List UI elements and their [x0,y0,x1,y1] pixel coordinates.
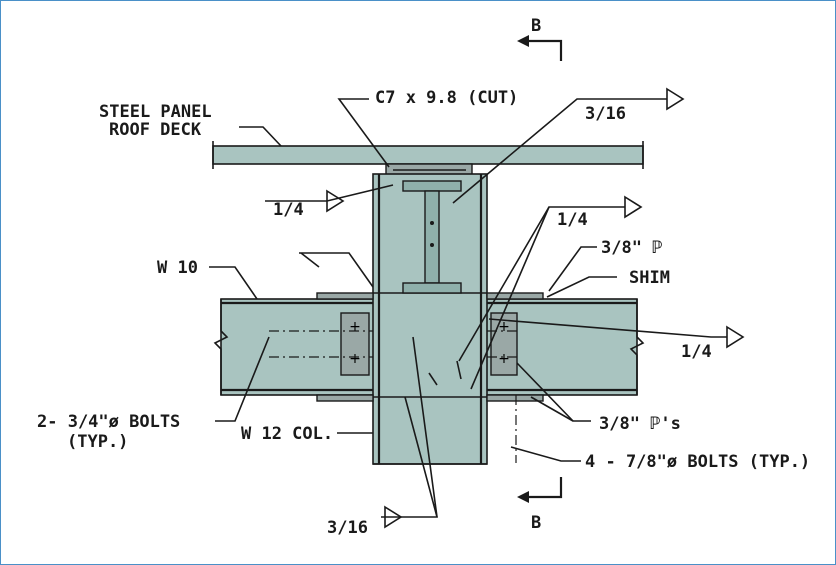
label-channel: C7 x 9.8 (CUT) [375,88,518,108]
svg-text:B: B [531,513,541,533]
label-column: W 12 COL. [241,424,333,444]
section-mark-top: B [517,16,563,61]
label-shim: SHIM [629,268,670,288]
label-plates-right: 3/8" ℙ's [599,414,681,434]
w12-column [372,173,488,465]
label-plate-right: 3/8" ℙ [601,238,662,258]
top-plates [316,292,544,402]
label-beam: W 10 [157,258,198,278]
label-bolts-left-1: 2- 3/4"ø BOLTS [37,412,180,432]
roof-deck [212,141,644,169]
label-weld-top-right: 3/16 [585,104,626,124]
leaders [209,87,745,529]
svg-text:+: + [498,319,510,335]
right-shear-plate: + + [490,312,518,376]
label-weld-bottom: 3/16 [327,518,368,538]
label-roof-deck-1: STEEL PANEL [99,102,212,122]
label-bolts-left-2: (TYP.) [67,432,128,452]
svg-text:+: + [349,351,361,367]
label-weld-left-top: 1/4 [273,200,304,220]
label-weld-right-mid: 1/4 [681,342,712,362]
svg-text:+: + [498,351,510,367]
label-roof-deck-2: ROOF DECK [109,120,202,140]
svg-text:B: B [531,16,541,36]
svg-text:+: + [349,319,361,335]
bolt-centerlines [269,330,521,463]
left-shear-plate: + + [340,312,370,376]
label-weld-right-top: 1/4 [557,210,588,230]
section-mark-bottom: B [517,477,563,533]
label-bolts-right: 4 - 7/8"ø BOLTS (TYP.) [585,452,810,472]
